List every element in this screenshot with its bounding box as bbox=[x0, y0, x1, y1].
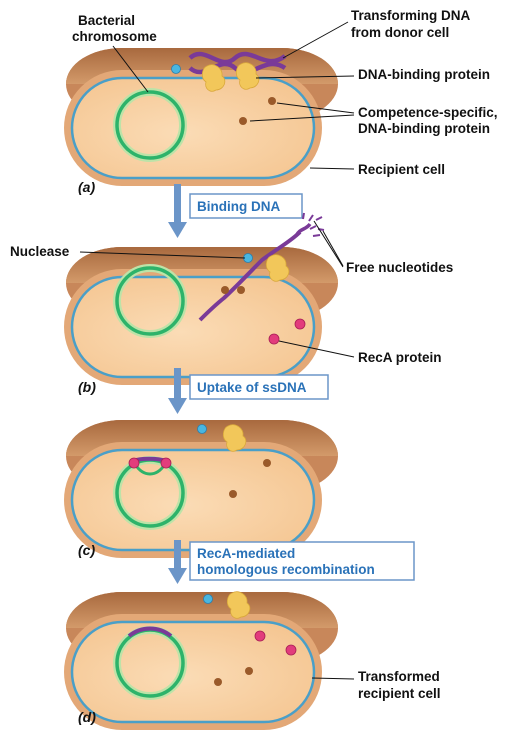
label-transforming-dna-1: Transforming DNA bbox=[351, 8, 471, 23]
nuclease-d bbox=[203, 594, 213, 604]
label-transforming-dna-2: from donor cell bbox=[351, 25, 449, 40]
integrated-donor-dna bbox=[127, 626, 173, 638]
competence-protein-b1 bbox=[221, 286, 229, 294]
label-competence-2: DNA-binding protein bbox=[358, 121, 490, 136]
step-label-uptake-ssdna: Uptake of ssDNA bbox=[197, 380, 307, 395]
nuclease-a bbox=[171, 64, 181, 74]
competence-protein-d1 bbox=[245, 667, 253, 675]
reca-protein-b1 bbox=[294, 318, 306, 330]
step-arrow-1: Binding DNA bbox=[168, 184, 303, 238]
competence-protein-a2 bbox=[239, 117, 247, 125]
ssdna-entering bbox=[198, 230, 302, 322]
step-label-reca-1: RecA-mediated bbox=[197, 546, 295, 561]
panel-a: Bacterial chromosome Transforming DNA fr… bbox=[62, 8, 498, 195]
reca-protein-b2 bbox=[268, 333, 280, 345]
panel-label-a: (a) bbox=[78, 179, 95, 195]
reca-protein-d1 bbox=[254, 630, 266, 642]
panel-label-b: (b) bbox=[78, 379, 96, 395]
reca-protein-c1 bbox=[128, 457, 140, 469]
donor-dna-strand-1 bbox=[188, 51, 287, 65]
panel-label-d: (d) bbox=[78, 709, 96, 725]
competence-protein-b2 bbox=[237, 286, 245, 294]
label-dna-binding-protein: DNA-binding protein bbox=[358, 67, 490, 82]
label-competence-1: Competence-specific, bbox=[358, 105, 498, 120]
panel-b: Nuclease Free nucleotides RecA protein (… bbox=[10, 212, 453, 395]
panel-c: (c) bbox=[62, 418, 340, 560]
label-transformed-2: recipient cell bbox=[358, 686, 441, 701]
step-arrow-3: RecA-mediated homologous recombination bbox=[168, 540, 415, 584]
step-label-binding-dna: Binding DNA bbox=[197, 199, 280, 214]
recipient-cell-c bbox=[62, 418, 340, 560]
label-nuclease: Nuclease bbox=[10, 244, 70, 259]
competence-protein-d2 bbox=[214, 678, 222, 686]
competence-protein-a1 bbox=[268, 97, 276, 105]
label-free-nucleotides: Free nucleotides bbox=[346, 260, 453, 275]
displaced-strand bbox=[133, 463, 167, 476]
step-arrow-2: Uptake of ssDNA bbox=[168, 368, 329, 414]
recipient-cell-b bbox=[62, 245, 340, 387]
label-bacterial-chromosome-2: chromosome bbox=[72, 29, 157, 44]
label-transformed-1: Transformed bbox=[358, 669, 440, 684]
label-reca-protein: RecA protein bbox=[358, 350, 442, 365]
step-label-reca-2: homologous recombination bbox=[197, 562, 375, 577]
panel-d: Transformed recipient cell (d) bbox=[62, 590, 441, 730]
recipient-cell-a bbox=[62, 46, 340, 188]
competence-protein-c2 bbox=[229, 490, 237, 498]
transformed-cell-d bbox=[62, 590, 340, 730]
free-nucleotide-fragments bbox=[302, 212, 325, 237]
reca-protein-c2 bbox=[160, 457, 172, 469]
reca-protein-d2 bbox=[285, 644, 297, 656]
nuclease-c bbox=[197, 424, 207, 434]
panel-label-c: (c) bbox=[78, 542, 95, 558]
degraded-strand bbox=[294, 222, 312, 237]
label-recipient-cell: Recipient cell bbox=[358, 162, 445, 177]
competence-protein-c1 bbox=[263, 459, 271, 467]
label-bacterial-chromosome-1: Bacterial bbox=[78, 13, 135, 28]
